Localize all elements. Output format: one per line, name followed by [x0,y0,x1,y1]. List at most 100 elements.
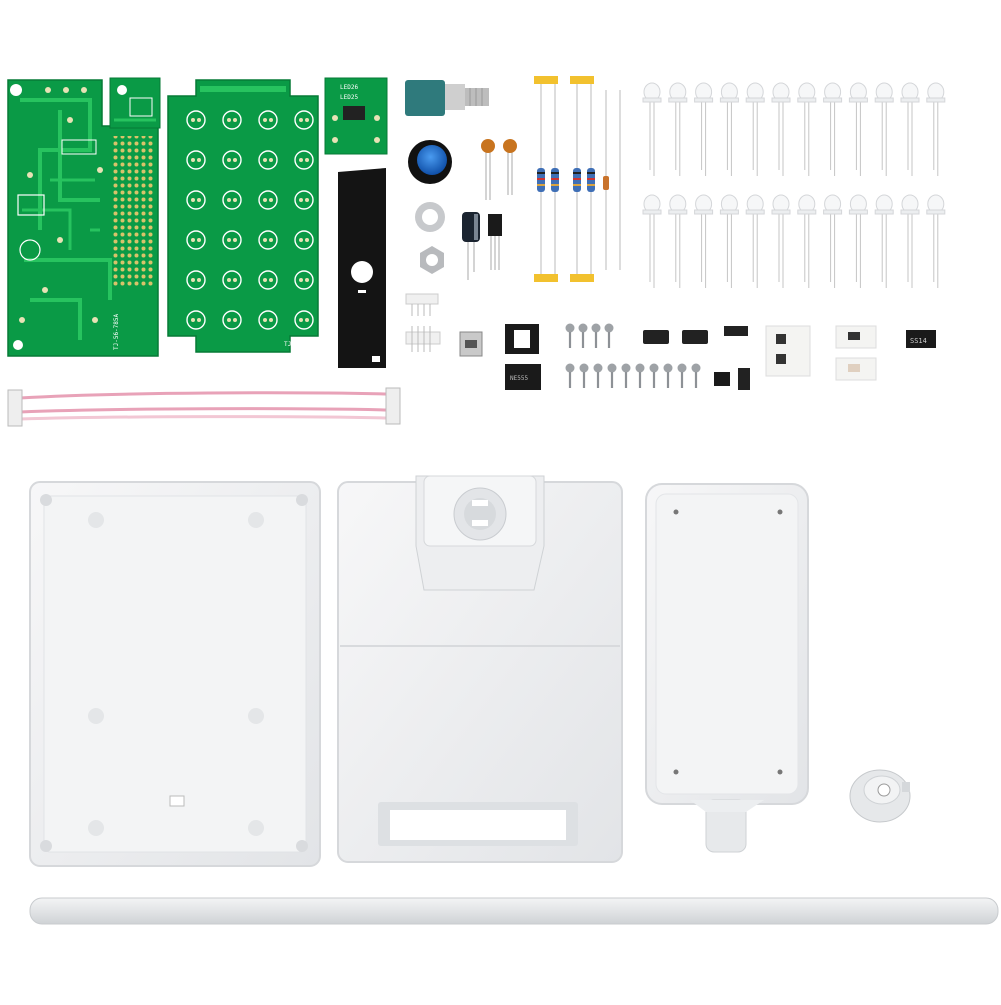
led [771,194,791,288]
resistor [537,84,545,274]
screw [579,363,589,388]
screw [604,323,614,348]
enclosure-front-panel [337,475,623,863]
screw [663,363,673,388]
resistor [587,84,595,274]
led-pad [186,270,206,290]
resistors [537,84,595,274]
screw [565,323,575,348]
screw [578,323,588,348]
small-diodes [603,90,621,270]
led-pad [294,230,314,250]
led [668,194,688,288]
ribbon-cable [7,387,401,427]
led-pad [222,310,242,330]
led [745,82,765,176]
main-pcb: TJ-56-785A [7,79,159,357]
white-smd-holders [765,325,877,381]
black-clips [643,326,750,390]
ic-chip: NE555 [505,364,541,390]
led-pcb-label: TJ-56-785B [284,341,321,348]
smd-diode: SS14 [906,330,936,348]
led [797,194,817,288]
led [823,194,843,288]
main-pcb-label: TJ-56-785A [113,313,120,350]
screw [635,363,645,388]
chip-marking: NE555 [510,375,528,382]
black-strip [338,168,386,368]
electrolytic-capacitor [462,212,480,280]
enclosure-base-panel [29,481,321,867]
led [771,82,791,176]
led-pcb [167,79,319,353]
transistor [488,214,502,270]
screw [593,363,603,388]
led [797,82,817,176]
led-pad [186,150,206,170]
led [848,82,868,176]
led-pad [222,270,242,290]
led-pad [294,190,314,210]
led [719,194,739,288]
led-pad [186,110,206,130]
pole-adapter [849,769,911,823]
led-pad [222,150,242,170]
led [900,82,920,176]
led-pad [222,230,242,250]
led [926,194,946,288]
screw [607,363,617,388]
led-pad [186,310,206,330]
led-pad [186,190,206,210]
led-pad [294,310,314,330]
enclosure-lamp-head [645,483,809,853]
ic-socket [505,324,539,354]
small-pcb-label-b: LED25 [340,94,358,101]
small-pcb-corner [109,77,161,129]
led [848,194,868,288]
screw [621,363,631,388]
diode-marking: SS14 [910,337,927,345]
led-pad [258,310,278,330]
led-pads [186,110,314,330]
led [745,194,765,288]
led [900,194,920,288]
white-rod [29,897,999,925]
screws [565,323,701,388]
ceramic-capacitors [481,139,517,200]
screw [677,363,687,388]
blue-knob [408,140,452,184]
pin-header-1 [405,293,439,316]
led-pad [258,190,278,210]
resistor [551,84,559,274]
resistor-strip [534,76,594,282]
led [823,82,843,176]
led [642,82,662,176]
washer [415,202,445,232]
led-pad [186,230,206,250]
hex-nut [420,246,444,274]
led-pad [294,270,314,290]
small-switch [459,331,483,357]
screw [591,323,601,348]
led-pad [294,150,314,170]
led-pad [258,150,278,170]
led-pad [222,110,242,130]
led [874,82,894,176]
led-pad [258,270,278,290]
small-module-pcb: LED26 LED25 [324,77,388,155]
pin-header-2 [405,326,441,352]
potentiometer [405,80,489,116]
resistor [573,84,581,274]
led [719,82,739,176]
led [694,194,714,288]
led-pad [258,110,278,130]
screw [649,363,659,388]
led [642,194,662,288]
led-pad [294,110,314,130]
led [874,194,894,288]
leds [642,82,946,288]
led-pad [222,190,242,210]
led [694,82,714,176]
screw [565,363,575,388]
